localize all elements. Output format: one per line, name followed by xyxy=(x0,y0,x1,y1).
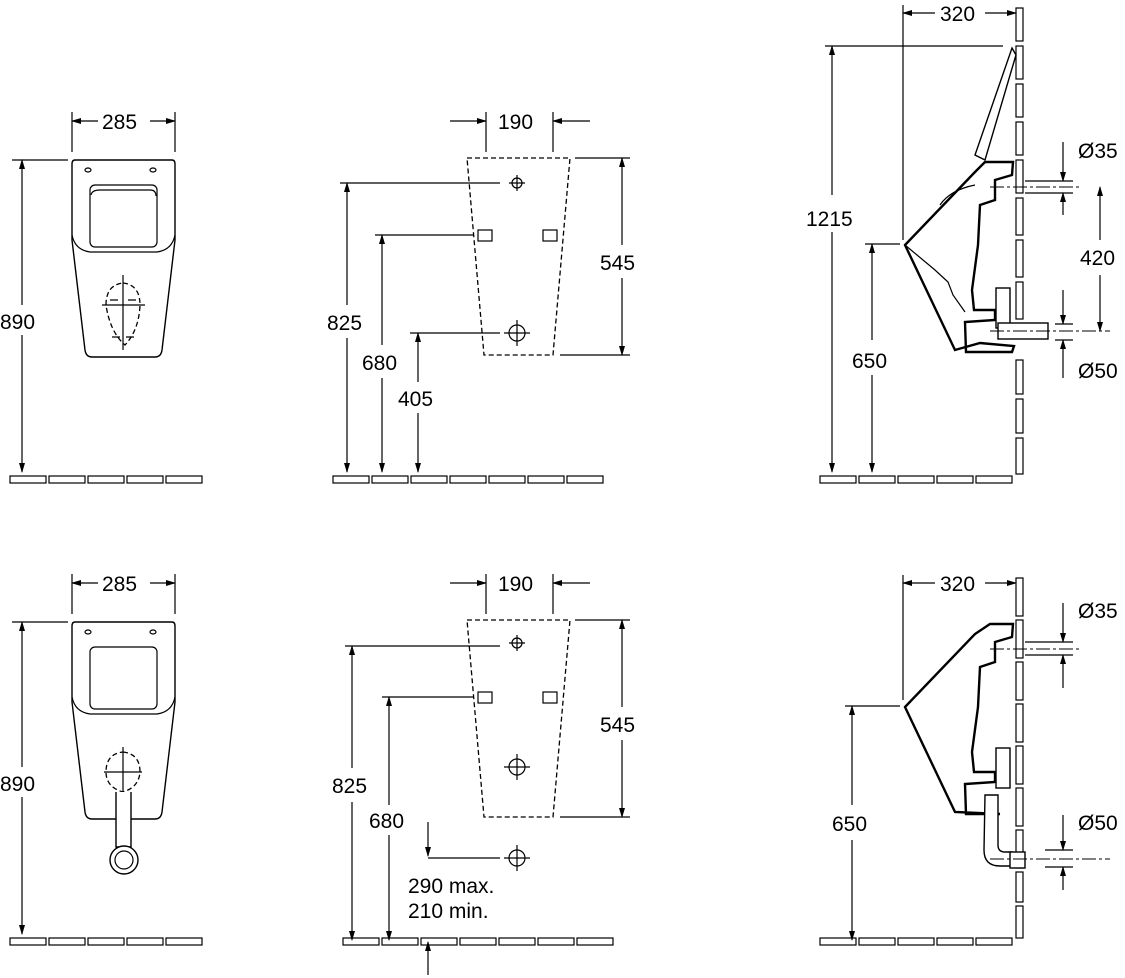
height-label: 890 xyxy=(0,773,35,796)
inlet-diameter-label: Ø35 xyxy=(1078,600,1118,623)
outlet-diameter-label: Ø50 xyxy=(1078,812,1118,835)
urinal-front-outline xyxy=(71,159,176,358)
total-height-label: 1215 xyxy=(806,208,853,231)
rim-height-label: 650 xyxy=(832,813,867,836)
side-view-top: 320 1215 650 Ø35 420 Ø50 xyxy=(806,3,1118,484)
outlet-height-label: 405 xyxy=(398,388,433,411)
span-label: 545 xyxy=(600,714,635,737)
side-view-bottom: 320 650 Ø35 Ø50 xyxy=(819,573,1118,946)
wall xyxy=(1015,7,1024,475)
top-fixing-label: 825 xyxy=(327,312,362,335)
front-view-top: 285 890 xyxy=(0,111,203,484)
outlet-min-label: 210 min. xyxy=(408,900,489,923)
height-label: 890 xyxy=(0,311,35,334)
outlet-max-label: 290 max. xyxy=(408,875,494,898)
rim-height-label: 650 xyxy=(852,350,887,373)
inlet-diameter-label: Ø35 xyxy=(1078,140,1118,163)
span-label: 545 xyxy=(600,252,635,275)
urinal-footprint xyxy=(466,157,571,356)
hole-spacing-label: 190 xyxy=(498,111,533,134)
distance-label: 420 xyxy=(1080,247,1115,270)
depth-label: 320 xyxy=(940,3,975,26)
installation-view-bottom: 190 545 825 680 290 max. 210 min. xyxy=(332,573,635,975)
hole-spacing-label: 190 xyxy=(498,573,533,596)
bracket-height-label: 680 xyxy=(369,810,404,833)
width-label: 285 xyxy=(102,573,137,596)
width-label: 285 xyxy=(102,111,137,134)
installation-view-top: 190 545 825 680 405 xyxy=(327,111,635,484)
bracket-height-label: 680 xyxy=(362,352,397,375)
outlet-diameter-label: Ø50 xyxy=(1078,360,1118,383)
top-fixing-label: 825 xyxy=(332,775,367,798)
floor xyxy=(9,475,203,484)
front-view-bottom: 285 890 xyxy=(0,573,203,946)
depth-label: 320 xyxy=(940,573,975,596)
